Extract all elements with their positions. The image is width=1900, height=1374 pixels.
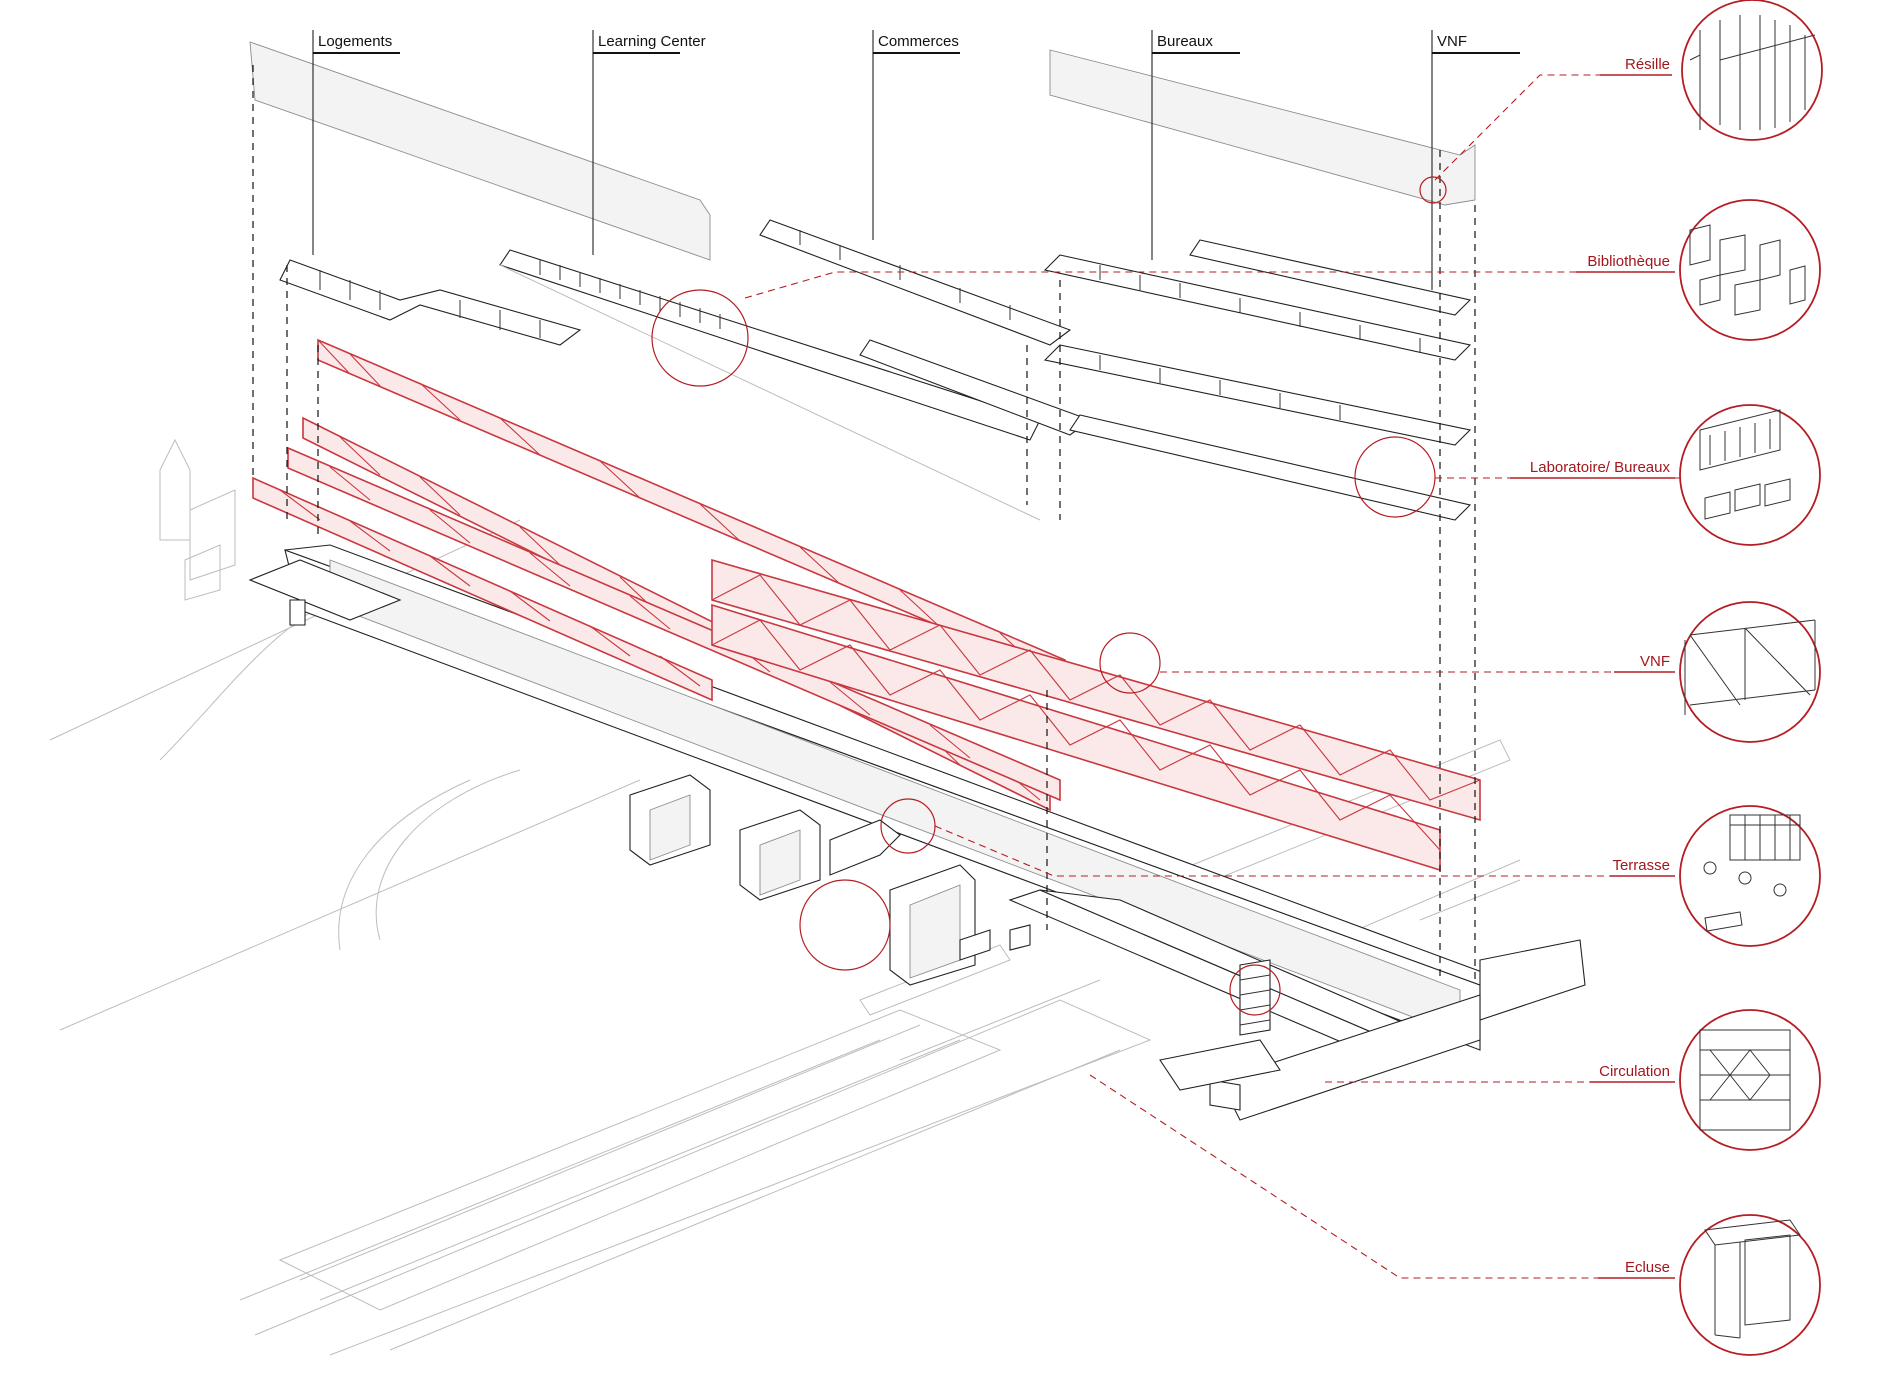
highlight-circles [651, 176, 1447, 1016]
trusses [252, 338, 1481, 872]
label-vnf: VNF [1437, 33, 1467, 50]
church-context [159, 438, 236, 601]
label-logements: Logements [318, 33, 392, 50]
logements-plate [279, 259, 582, 346]
detail-label-underlines [1510, 74, 1675, 1279]
floor-plates [279, 219, 1472, 521]
learning-center-plate [499, 249, 1041, 521]
label-bureaux: Bureaux [1157, 33, 1213, 50]
label-laboratoire-bureaux: Laboratoire/ Bureaux [1530, 459, 1671, 476]
label-commerces: Commerces [878, 33, 959, 50]
detail-bubble-ecluse [1679, 1214, 1821, 1356]
detail-bubble-terrasse [1679, 805, 1821, 947]
program-label-leaders [312, 30, 1520, 290]
detail-bubble-circulation [1679, 1009, 1821, 1151]
label-vnf-detail: VNF [1640, 653, 1670, 670]
commerces-plate [759, 219, 1092, 436]
detail-leaders [744, 74, 1680, 1279]
label-resille: Résille [1625, 56, 1670, 73]
label-ecluse: Ecluse [1625, 1259, 1670, 1276]
detail-bubble-resille [1681, 0, 1823, 141]
truss-4 [252, 476, 713, 702]
lock-piers [629, 774, 1031, 986]
detail-bubble-bibliotheque [1679, 199, 1821, 341]
bridge-building [248, 544, 1586, 1121]
detail-bubble-laboratoire [1679, 404, 1821, 546]
vertical-guides [252, 65, 1476, 980]
label-learning-center: Learning Center [598, 33, 706, 50]
bureaux-plates [1043, 239, 1472, 521]
roof-resille [249, 41, 1476, 261]
truss-5 [711, 558, 1481, 822]
label-circulation: Circulation [1599, 1063, 1670, 1080]
label-bibliotheque: Bibliothèque [1587, 253, 1670, 270]
detail-bubble-vnf [1679, 601, 1821, 743]
label-terrasse: Terrasse [1612, 857, 1670, 874]
